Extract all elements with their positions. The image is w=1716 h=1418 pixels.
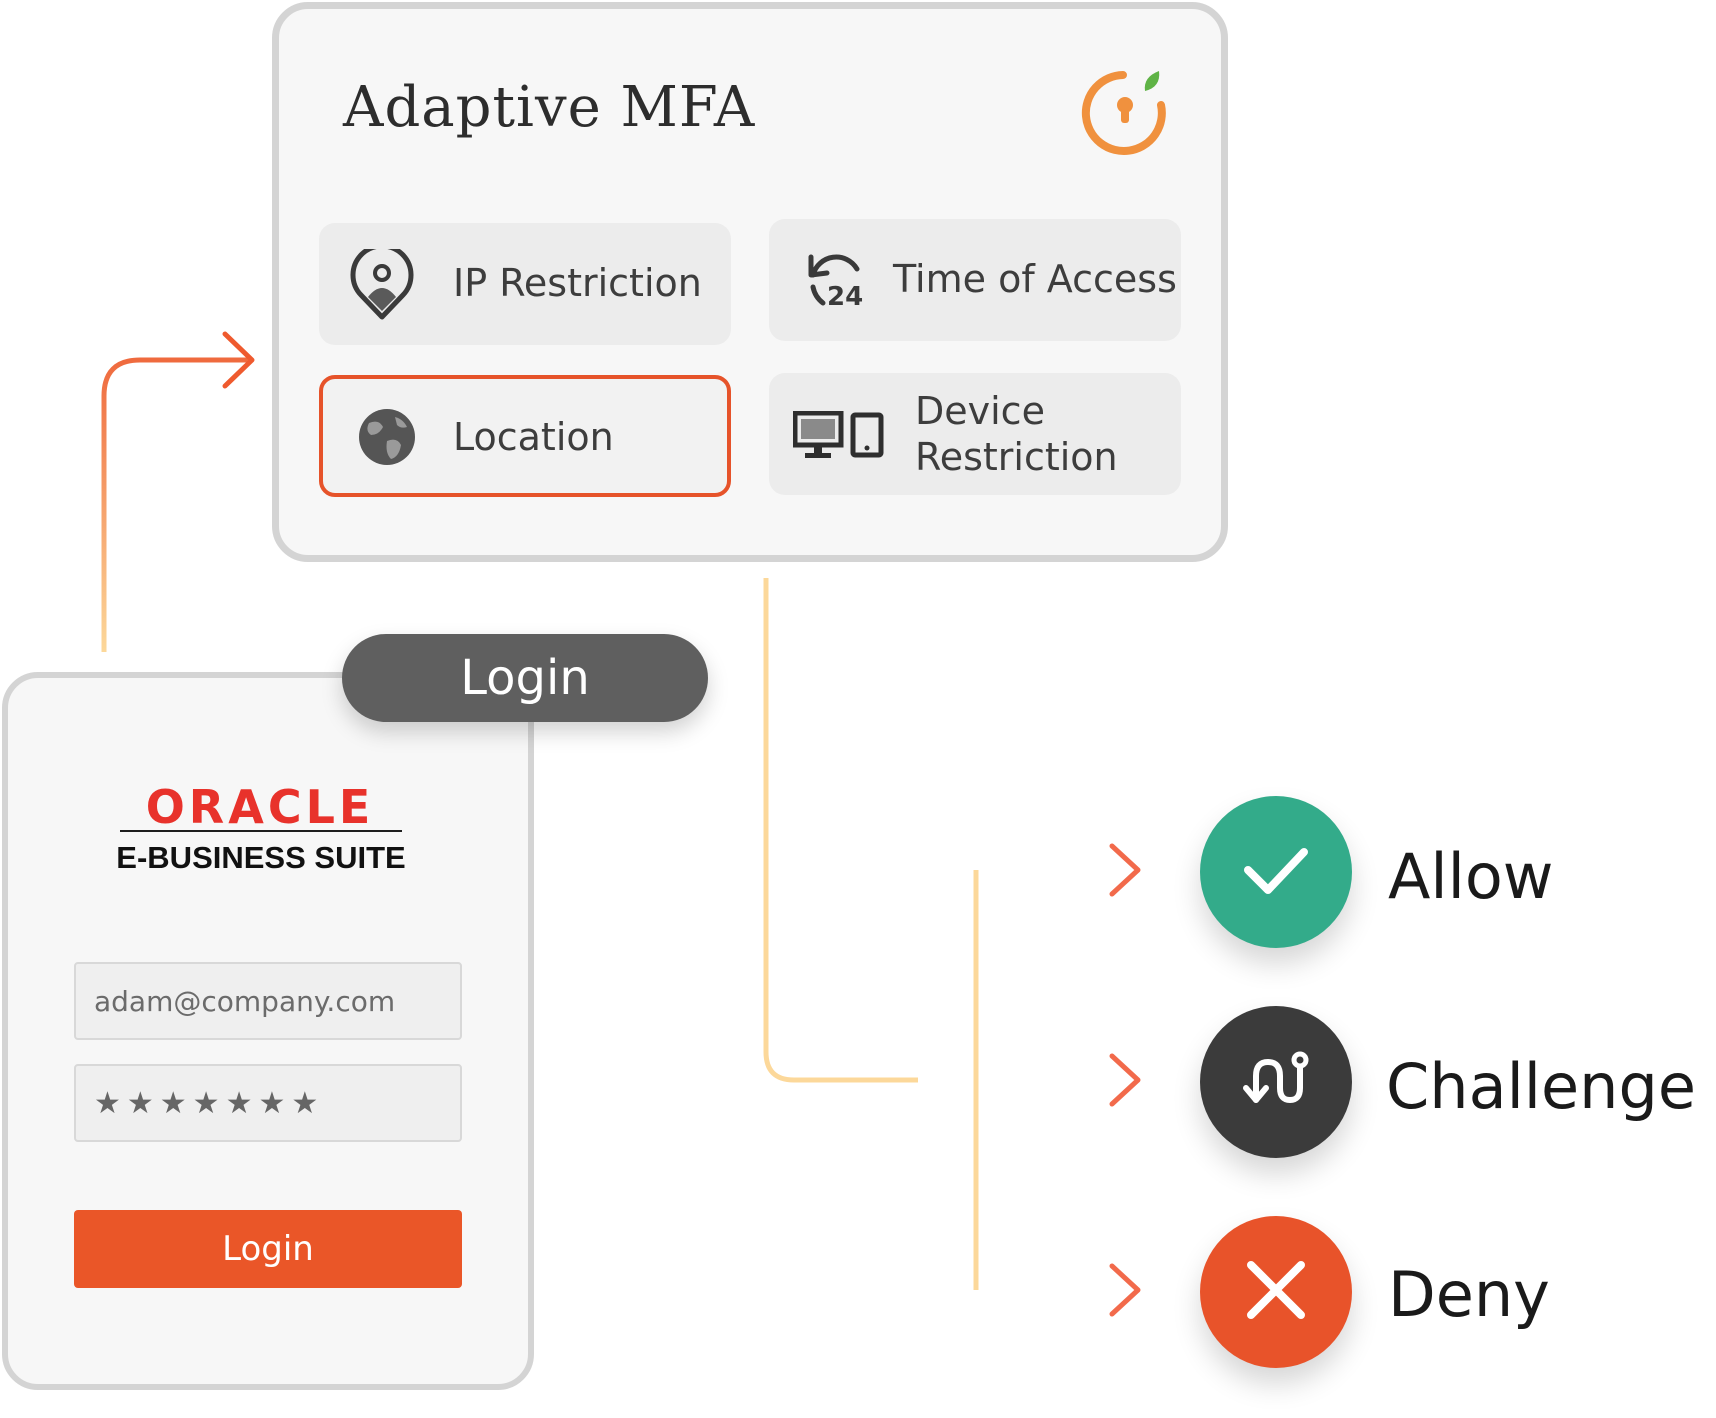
oracle-logo-divider	[120, 830, 402, 832]
login-tab: Login	[342, 634, 708, 722]
factor-label: IP Restriction	[453, 261, 702, 305]
globe-icon	[357, 407, 417, 471]
factor-time-of-access[interactable]: 24 Time of Access	[769, 219, 1181, 341]
deny-label: Deny	[1388, 1258, 1550, 1331]
arrow-head-challenge	[1109, 1053, 1141, 1107]
password-field[interactable]: ★★★★★★★	[74, 1064, 462, 1142]
svg-text:24: 24	[827, 282, 863, 311]
allow-label: Allow	[1388, 840, 1554, 913]
deny-badge	[1200, 1216, 1352, 1368]
oracle-logo: ORACLE	[145, 780, 375, 834]
factor-device-restriction[interactable]: Device Restriction	[769, 373, 1181, 495]
allow-badge	[1200, 796, 1352, 948]
factor-label: Location	[453, 415, 614, 459]
close-icon	[1241, 1255, 1311, 1329]
challenge-label: Challenge	[1386, 1050, 1696, 1123]
product-name: E-BUSINESS SUITE	[116, 840, 406, 875]
route-icon	[1238, 1042, 1314, 1122]
devices-icon	[792, 410, 885, 465]
challenge-badge	[1200, 1006, 1352, 1158]
login-button[interactable]: Login	[74, 1210, 462, 1288]
arrow-head-to-mfa	[222, 331, 255, 389]
location-pin-user-icon	[349, 243, 415, 325]
email-field[interactable]: adam@company.com	[74, 962, 462, 1040]
clock-24-icon: 24	[805, 247, 865, 315]
factor-label: Time of Access	[893, 257, 1177, 301]
factor-ip-restriction[interactable]: IP Restriction	[319, 223, 731, 345]
factor-label: Device Restriction	[915, 389, 1118, 479]
mfa-title: Adaptive MFA	[343, 75, 756, 140]
arrow-head-deny	[1109, 1263, 1141, 1317]
factor-location[interactable]: Location	[319, 375, 731, 497]
arrow-head-allow	[1109, 843, 1141, 897]
checkmark-icon	[1238, 832, 1314, 912]
connector-mfa-to-decisions	[763, 578, 918, 1083]
connector-login-to-mfa	[101, 357, 250, 652]
keyhole-logo-icon	[1079, 61, 1175, 157]
adaptive-mfa-panel: Adaptive MFA IP Restriction 24	[272, 2, 1228, 562]
